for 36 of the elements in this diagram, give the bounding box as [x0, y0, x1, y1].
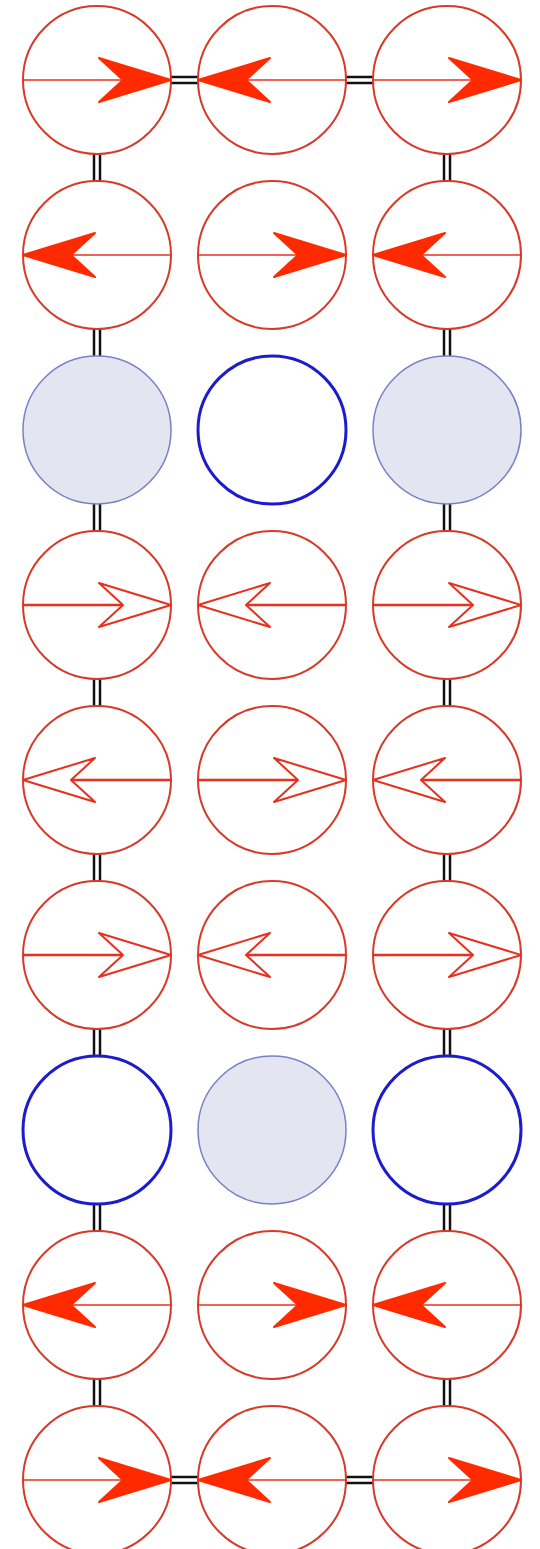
spin-circle — [371, 354, 523, 506]
double-line-connector — [92, 502, 102, 533]
spin-circle — [196, 704, 348, 856]
spin-circle — [21, 879, 173, 1031]
double-line-connector — [92, 852, 102, 883]
spin-circle — [196, 529, 348, 681]
double-line-connector — [92, 327, 102, 358]
double-line-connector — [92, 677, 102, 708]
spin-circle — [371, 529, 523, 681]
spin-circle — [21, 354, 173, 506]
double-line-connector — [92, 1377, 102, 1408]
spin-circle — [196, 354, 348, 506]
spin-circle — [196, 879, 348, 1031]
spin-circle — [371, 1229, 523, 1381]
spin-circle — [371, 1054, 523, 1206]
double-line-connector — [442, 327, 452, 358]
spin-circle — [196, 1054, 348, 1206]
double-line-connector — [442, 152, 452, 183]
double-line-connector — [442, 677, 452, 708]
spin-circle — [371, 4, 523, 156]
spin-circle — [21, 529, 173, 681]
spin-circle — [21, 179, 173, 331]
double-line-connector — [442, 502, 452, 533]
spin-circle — [371, 879, 523, 1031]
spin-circle — [196, 1229, 348, 1381]
spin-circle — [196, 4, 348, 156]
spin-circle — [196, 179, 348, 331]
double-line-connector — [442, 1377, 452, 1408]
double-line-connector — [92, 152, 102, 183]
double-line-connector — [442, 852, 452, 883]
spin-circle — [371, 704, 523, 856]
spin-circle — [21, 4, 173, 156]
spin-circle — [21, 1054, 173, 1206]
spin-circle — [21, 1229, 173, 1381]
spin-circle — [21, 704, 173, 856]
spin-circle — [371, 179, 523, 331]
